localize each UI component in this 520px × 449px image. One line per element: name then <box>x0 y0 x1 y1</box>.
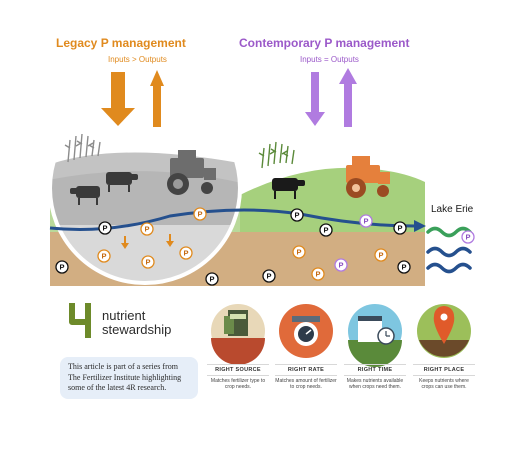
phosphorus-marker-label: P <box>338 261 343 270</box>
phosphorus-marker: P <box>141 255 155 269</box>
cow-icon-contemporary <box>272 178 305 199</box>
phosphorus-marker: P <box>311 267 325 281</box>
phosphorus-marker-label: P <box>296 248 301 257</box>
right-time-card: RIGHT TIME Makes nutrients available whe… <box>344 364 406 390</box>
series-note: This article is part of a series from Th… <box>60 357 198 399</box>
phosphorus-marker: P <box>374 248 388 262</box>
phosphorus-marker: P <box>393 221 407 235</box>
phosphorus-marker-label: P <box>315 270 320 279</box>
right-source-title: RIGHT SOURCE <box>207 364 269 376</box>
right-time-title: RIGHT TIME <box>344 364 406 376</box>
right-time-desc: Makes nutrients available when crops nee… <box>346 378 404 390</box>
lens-rim <box>48 91 242 285</box>
phosphorus-marker-label: P <box>266 272 271 281</box>
phosphorus-marker-label: P <box>378 251 383 260</box>
right-time-icon <box>348 304 402 367</box>
lake-erie-label: Lake Erie <box>431 204 474 215</box>
phosphorus-marker-label: P <box>197 210 202 219</box>
brand-line-1: nutrient <box>102 308 146 323</box>
phosphorus-marker: P <box>55 260 69 274</box>
brand-line-2: stewardship <box>102 322 172 337</box>
phosphorus-marker: P <box>140 222 154 236</box>
phosphorus-marker: P <box>319 223 333 237</box>
phosphorus-marker: P <box>292 245 306 259</box>
phosphorus-marker-label: P <box>363 217 368 226</box>
phosphorus-marker: P <box>262 269 276 283</box>
phosphorus-marker: P <box>179 246 193 260</box>
phosphorus-marker-label: P <box>294 211 299 220</box>
right-place-desc: Keeps nutrients where crops can use them… <box>419 378 469 390</box>
phosphorus-marker-label: P <box>183 249 188 258</box>
corn-icon-legacy <box>64 133 101 163</box>
right-rate-card: RIGHT RATE Matches amount of fertilizer … <box>275 364 337 390</box>
right-rate-desc: Matches amount of fertilizer to crop nee… <box>275 378 337 390</box>
right-rate-title: RIGHT RATE <box>275 364 337 376</box>
phosphorus-marker-label: P <box>465 233 470 242</box>
leaching-arrows <box>121 234 174 249</box>
phosphorus-marker: P <box>461 230 475 244</box>
phosphorus-marker: P <box>98 221 112 235</box>
corn-icon-contemporary <box>258 141 295 169</box>
phosphorus-marker: P <box>290 208 304 222</box>
right-place-icon <box>417 304 471 358</box>
contemporary-input-arrow <box>305 72 325 126</box>
phosphorus-marker: P <box>397 260 411 274</box>
phosphorus-marker: P <box>334 258 348 272</box>
phosphorus-marker-label: P <box>209 275 214 284</box>
river-arrow <box>414 220 426 232</box>
phosphorus-marker-label: P <box>323 226 328 235</box>
phosphorus-marker: P <box>193 207 207 221</box>
phosphorus-marker-label: P <box>59 263 64 272</box>
legacy-subtitle: Inputs > Outputs <box>108 55 167 64</box>
right-source-desc: Matches fertilizer type to crop needs. <box>210 378 266 390</box>
phosphorus-marker-label: P <box>145 258 150 267</box>
legacy-input-arrow <box>101 72 135 126</box>
right-source-card: RIGHT SOURCE Matches fertilizer type to … <box>207 364 269 390</box>
contemporary-output-arrow <box>339 68 357 127</box>
tractor-icon-legacy <box>167 150 216 195</box>
phosphorus-marker-label: P <box>144 225 149 234</box>
contemporary-subtitle: Inputs = Outputs <box>300 55 359 64</box>
phosphorus-markers: P P P P P P P P P P P P P P P P P P P <box>55 207 475 286</box>
phosphorus-marker-label: P <box>397 224 402 233</box>
nutrient-stewardship-logo <box>69 303 91 338</box>
contemporary-title: Contemporary P management <box>239 36 410 50</box>
phosphorus-marker: P <box>205 272 219 286</box>
brand-wordmark: nutrient stewardship <box>102 309 171 337</box>
right-place-title: RIGHT PLACE <box>413 364 475 376</box>
tractor-icon-contemporary <box>346 156 390 198</box>
phosphorus-marker: P <box>97 249 111 263</box>
phosphorus-marker-label: P <box>102 224 107 233</box>
right-rate-icon <box>279 304 333 358</box>
right-place-card: RIGHT PLACE Keeps nutrients where crops … <box>413 364 475 390</box>
lake-erie-waves <box>426 226 472 274</box>
legacy-title: Legacy P management <box>56 36 186 50</box>
legacy-output-arrow <box>150 70 164 127</box>
phosphorus-marker-label: P <box>101 252 106 261</box>
cow-icon-legacy <box>70 172 138 205</box>
phosphorus-marker: P <box>359 214 373 228</box>
phosphorus-marker-label: P <box>401 263 406 272</box>
right-source-icon <box>211 304 265 365</box>
